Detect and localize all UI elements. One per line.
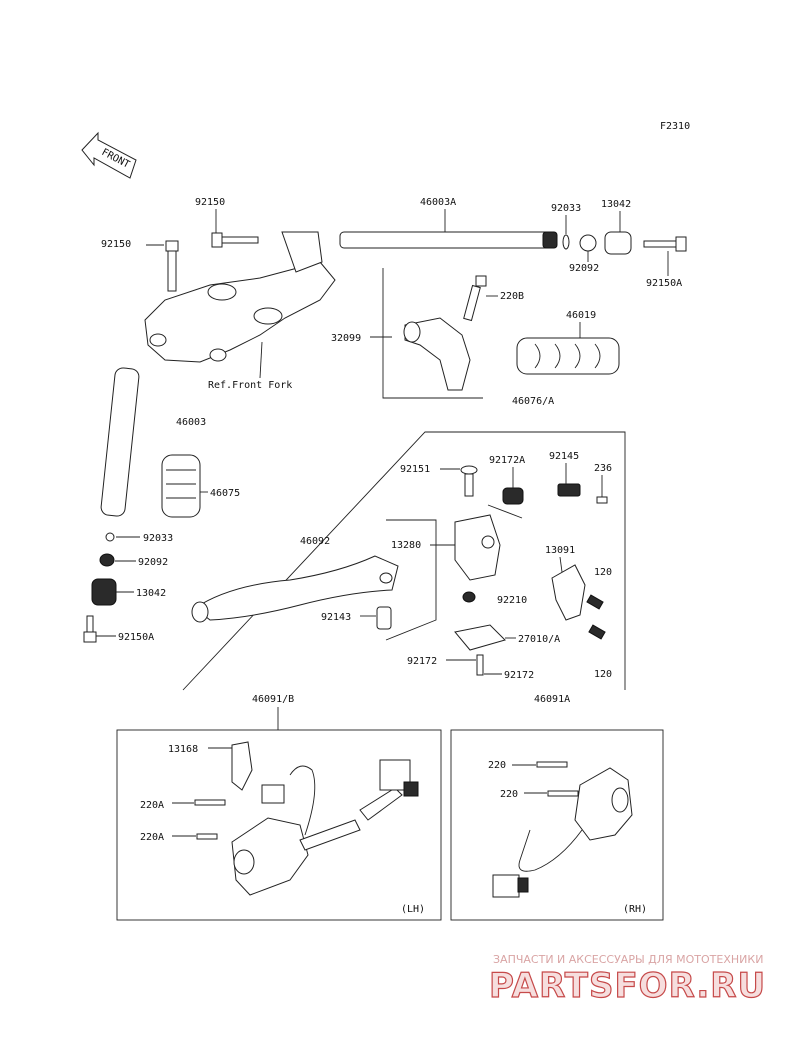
label-46075: 46075 bbox=[210, 488, 240, 499]
label-92172-b: 92172 bbox=[504, 670, 534, 681]
label-13280: 13280 bbox=[391, 540, 421, 551]
label-92033-right: 92033 bbox=[551, 203, 581, 214]
weight-13042-left bbox=[91, 578, 117, 606]
lever-46092 bbox=[191, 555, 399, 623]
clamp-13091 bbox=[551, 564, 586, 621]
label-13091: 13091 bbox=[545, 545, 575, 556]
switch-92145 bbox=[557, 483, 581, 497]
label-220A-b: 220A bbox=[140, 832, 164, 843]
label-92033-left: 92033 bbox=[143, 533, 173, 544]
label-32099: 32099 bbox=[331, 333, 361, 344]
watermark-tagline: ЗАПЧАСТИ И АКСЕССУАРЫ ДЛЯ МОТОТЕХНИКИ bbox=[493, 953, 763, 966]
label-92151: 92151 bbox=[400, 464, 430, 475]
label-92143: 92143 bbox=[321, 612, 351, 623]
bolt-92151 bbox=[460, 465, 478, 497]
label-46092: 46092 bbox=[300, 536, 330, 547]
rh-switch-panel bbox=[450, 729, 664, 921]
group-outline-46091A bbox=[182, 431, 626, 691]
rh-wiring bbox=[492, 829, 583, 898]
circlip-92033-right bbox=[562, 234, 570, 250]
bolt-92150-left bbox=[165, 240, 179, 292]
label-rh: (RH) bbox=[623, 904, 647, 915]
bracket-27010A bbox=[454, 624, 506, 651]
steering-stem bbox=[144, 231, 336, 363]
label-27010A: 27010/A bbox=[518, 634, 560, 645]
rubber-92092-left bbox=[99, 553, 115, 567]
bushing-92143 bbox=[376, 606, 392, 630]
label-46091A: 46091A bbox=[534, 694, 570, 705]
label-92150-top: 92150 bbox=[195, 197, 225, 208]
label-92210: 92210 bbox=[497, 595, 527, 606]
figure-code: F2310 bbox=[660, 121, 690, 132]
label-236: 236 bbox=[594, 463, 612, 474]
label-lh: (LH) bbox=[401, 904, 425, 915]
watermark-brand: PARTSFOR.RU bbox=[489, 966, 766, 1006]
circlip-92033-left bbox=[105, 532, 115, 542]
handlebar-46003 bbox=[100, 367, 140, 517]
label-92172A: 92172A bbox=[489, 455, 525, 466]
front-arrow-icon: FRONT bbox=[81, 131, 137, 179]
screw-220A-a bbox=[194, 799, 226, 806]
adjuster-92172A bbox=[487, 487, 524, 519]
label-13042-right: 13042 bbox=[601, 199, 631, 210]
rubber-92092-right bbox=[579, 234, 597, 252]
label-46003A: 46003A bbox=[420, 197, 456, 208]
label-220B: 220B bbox=[500, 291, 524, 302]
screw-220A-b bbox=[196, 833, 218, 840]
rh-switch-housing bbox=[574, 767, 633, 841]
label-92150A-right: 92150A bbox=[646, 278, 682, 289]
label-92145: 92145 bbox=[549, 451, 579, 462]
label-220A-a: 220A bbox=[140, 800, 164, 811]
label-220-a: 220 bbox=[488, 760, 506, 771]
label-46076A: 46076/A bbox=[512, 396, 554, 407]
nut-92210 bbox=[462, 591, 476, 603]
bolt-92150-top bbox=[211, 232, 259, 248]
screw-220B bbox=[463, 275, 487, 322]
lh-switch-housing bbox=[231, 817, 361, 896]
label-46091B: 46091/B bbox=[252, 694, 294, 705]
label-46003: 46003 bbox=[176, 417, 206, 428]
label-13168: 13168 bbox=[168, 744, 198, 755]
handlebar-46003A bbox=[339, 231, 558, 249]
screw-220-a bbox=[536, 761, 568, 768]
label-92150-left: 92150 bbox=[101, 239, 131, 250]
label-92092-left: 92092 bbox=[138, 557, 168, 568]
screw-236 bbox=[596, 496, 608, 504]
grip-46019 bbox=[516, 337, 620, 375]
label-46019: 46019 bbox=[566, 310, 596, 321]
bolt-120-b bbox=[588, 624, 606, 640]
lh-wiring bbox=[261, 759, 419, 836]
throttle-pipe-32099 bbox=[403, 317, 471, 391]
label-120-b: 120 bbox=[594, 669, 612, 680]
label-ref-front-fork: Ref.Front Fork bbox=[208, 380, 292, 391]
screw-220-b bbox=[547, 790, 579, 797]
label-92150A-left: 92150A bbox=[118, 632, 154, 643]
weight-13042-right bbox=[604, 231, 632, 255]
cover-13168 bbox=[231, 741, 253, 791]
label-120-a: 120 bbox=[594, 567, 612, 578]
clutch-holder-13280 bbox=[454, 514, 501, 581]
bolt-120-a bbox=[586, 594, 604, 610]
label-13042-left: 13042 bbox=[136, 588, 166, 599]
grip-46075 bbox=[161, 454, 201, 518]
label-92092-right: 92092 bbox=[569, 263, 599, 274]
label-220-b: 220 bbox=[500, 789, 518, 800]
lh-switch-panel bbox=[116, 729, 442, 921]
bolt-92150A-left bbox=[83, 615, 97, 643]
label-92172-a: 92172 bbox=[407, 656, 437, 667]
screw-92172 bbox=[476, 654, 484, 676]
bolt-92150A-right bbox=[643, 236, 687, 252]
